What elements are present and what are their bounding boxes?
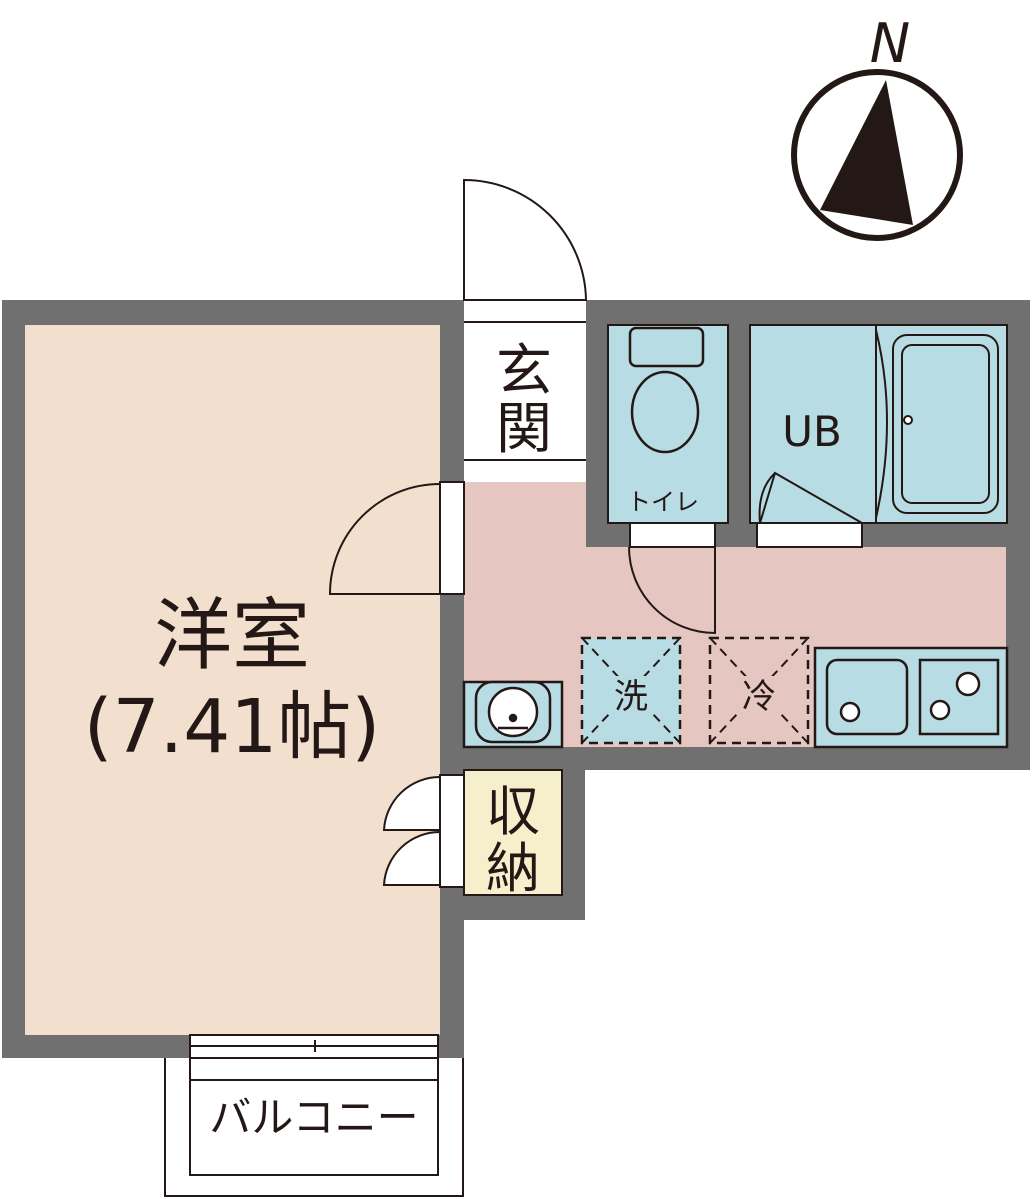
- storage-label-1: 収: [486, 780, 540, 843]
- fridge-space: 冷: [708, 636, 810, 745]
- compass: N: [791, 12, 963, 241]
- balcony: [164, 1057, 464, 1197]
- storage-floor: [463, 769, 563, 896]
- western-room-label: 洋室: [154, 591, 310, 681]
- toilet-door-swing: [628, 546, 716, 635]
- unit-bath-label: UB: [782, 407, 842, 456]
- bathtub-icon: [892, 334, 999, 514]
- entrance-floor: [464, 300, 586, 482]
- balcony-window: [189, 1034, 439, 1059]
- compass-north-label: N: [870, 12, 910, 75]
- room-door-swing: [328, 483, 441, 595]
- entrance-label-1: 玄: [496, 339, 552, 404]
- fridge-label: 冷: [742, 677, 776, 717]
- washer-space: 洗: [580, 636, 682, 745]
- stove-icon: [918, 658, 1000, 736]
- toilet-label: トイレ: [627, 488, 699, 516]
- washer-label: 洗: [614, 677, 648, 717]
- toilet-fixture: [628, 326, 705, 454]
- western-room-size: (7.41帖): [84, 684, 381, 770]
- western-room-floor: [25, 325, 440, 1035]
- balcony-label: バルコニー: [209, 1093, 418, 1142]
- sink-icon: [825, 658, 909, 736]
- entrance-label-2: 関: [496, 397, 552, 462]
- storage-label-2: 納: [486, 837, 540, 900]
- wash-basin-icon: [462, 680, 564, 749]
- front-door-swing: [463, 178, 588, 301]
- kitchen-counter: [813, 646, 1009, 749]
- north-arrow-icon: [820, 80, 913, 225]
- storage-door-swing: [382, 775, 441, 831]
